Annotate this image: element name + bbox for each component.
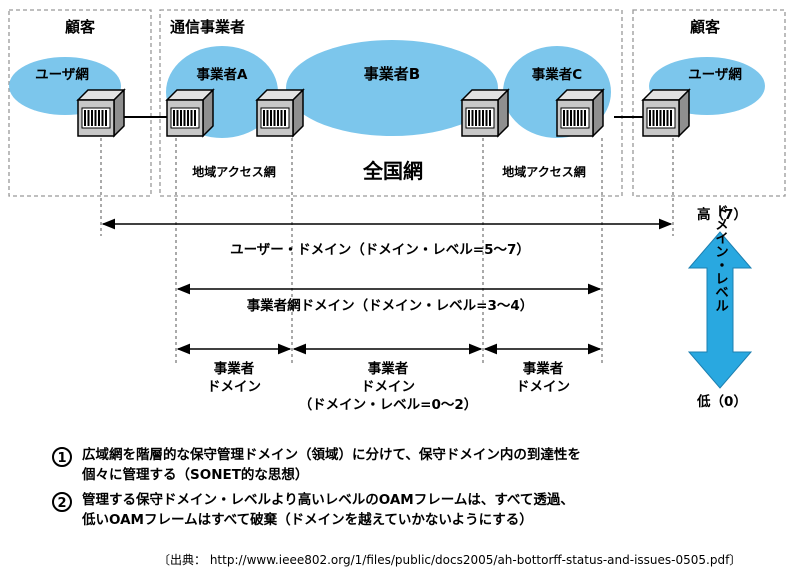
- carrier-mid-domain-line2: ドメイン: [361, 379, 415, 395]
- carrier-mid-domain-line1: 事業者: [368, 360, 409, 377]
- level-scale-title: ドメイン・レベル: [712, 204, 729, 312]
- device-user-right: [642, 89, 690, 137]
- carrier-a-label: 事業者A: [197, 66, 248, 83]
- device-carrier-c-edge: [556, 89, 604, 137]
- carrier-left-domain-line1: 事業者: [214, 360, 255, 377]
- device-carrier-c-core: [461, 89, 509, 137]
- note-2-line2: 低いOAMフレームはすべて破棄（ドメインを越えていかないようにする）: [82, 512, 533, 528]
- user-net-right-label: ユーザ網: [688, 66, 742, 83]
- carrier-net-domain-label: 事業者網ドメイン（ドメイン・レベル=3〜4）: [247, 297, 534, 314]
- note-1-number: 1: [52, 447, 72, 467]
- source-citation: 〔出典： http://www.ieee802.org/1/files/publ…: [158, 553, 742, 567]
- user-domain-label: ユーザー・ドメイン（ドメイン・レベル=5〜7）: [230, 242, 530, 258]
- carrier-right-domain-line1: 事業者: [523, 360, 564, 377]
- note-2-number: 2: [52, 492, 72, 512]
- carrier-group-box: [159, 9, 623, 197]
- carrier-right-domain-line2: ドメイン: [516, 379, 570, 395]
- note-1-line2: 個々に管理する（SONET的な思想）: [82, 467, 309, 483]
- note-1-line1: 広域網を階層的な保守管理ドメイン（領域）に分けて、保守ドメイン内の到達性を: [82, 447, 581, 463]
- carrier-b-label: 事業者B: [364, 65, 420, 83]
- user-net-left-label: ユーザ網: [35, 66, 89, 83]
- carrier-mid-domain-line3: （ドメイン・レベル=0〜2）: [299, 397, 478, 413]
- carrier-left-domain-line2: ドメイン: [207, 379, 261, 395]
- carrier-group-label: 通信事業者: [170, 18, 245, 36]
- device-user-left: [77, 89, 125, 137]
- carrier-b-cloud: [286, 40, 498, 136]
- note-2-line1: 管理する保守ドメイン・レベルより高いレベルのOAMフレームは、すべて透過、: [82, 492, 574, 508]
- level-scale-arrow: [687, 231, 753, 389]
- device-carrier-a-core: [256, 89, 304, 137]
- level-low-label: 低（0）: [696, 393, 747, 410]
- customer-right-label: 顧客: [690, 18, 721, 36]
- access-left-label: 地域アクセス網: [192, 164, 275, 179]
- customer-left-box: [8, 9, 152, 197]
- level-high-label: 高（7）: [697, 206, 747, 223]
- customer-left-label: 顧客: [65, 18, 96, 36]
- customer-right-box: [632, 9, 786, 197]
- guide-lines: [100, 138, 674, 366]
- carrier-c-label: 事業者C: [532, 66, 582, 83]
- access-right-label: 地域アクセス網: [502, 164, 585, 179]
- nationwide-label: 全国網: [362, 159, 423, 183]
- device-carrier-a-edge: [166, 89, 214, 137]
